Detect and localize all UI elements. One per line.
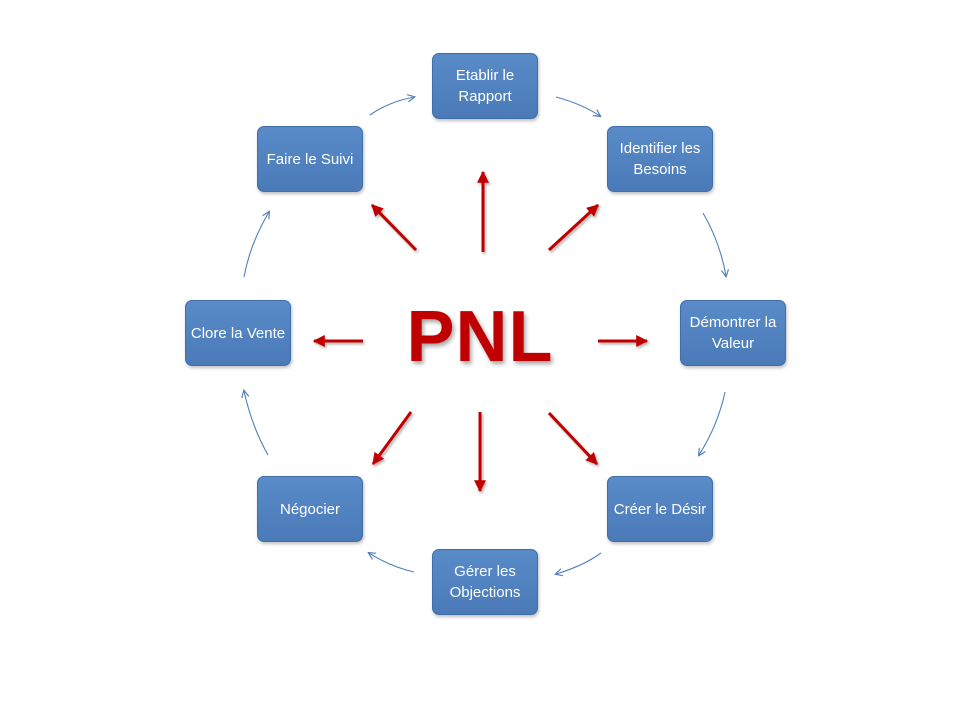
radial-arrow-up-left [370,203,418,252]
node-demontrer-la-valeur: Démontrer la Valeur [680,300,786,366]
cycle-arrow-besoins-to-valeur [702,212,726,276]
cycle-arrow-objections-to-negocier [369,553,415,573]
radial-arrow-down-left [371,411,413,465]
center-title-pnl: PNL [406,297,554,377]
node-creer-le-desir: Créer le Désir [607,476,713,542]
node-label: Identifier les Besoins [619,140,701,178]
node-label: Démontrer la Valeur [689,314,777,352]
node-label: Négocier [279,500,341,518]
radial-arrow-up-right [547,203,600,252]
node-negocier: Négocier [257,476,363,542]
radial-arrow-down-right [547,411,599,466]
node-gerer-les-objections: Gérer les Objections [432,549,538,615]
node-label: Faire le Suivi [266,150,354,168]
cycle-arrow-clore-to-suivi [243,212,269,278]
node-label: Créer le Désir [613,500,707,518]
node-label: Gérer les Objections [449,563,521,601]
cycle-arrow-negocier-to-clore [244,391,269,456]
cycle-arrow-suivi-to-rapport [369,97,414,116]
cycle-arrow-rapport-to-besoins [555,96,600,116]
cycle-arrow-desir-to-objections [556,552,602,574]
node-label: Etablir le Rapport [455,67,515,105]
node-etablir-le-rapport: Etablir le Rapport [432,53,538,119]
node-clore-la-vente: Clore la Vente [185,300,291,366]
node-label: Clore la Vente [190,324,286,342]
node-identifier-les-besoins: Identifier les Besoins [607,126,713,192]
cycle-arrow-valeur-to-desir [699,391,726,455]
node-faire-le-suivi: Faire le Suivi [257,126,363,192]
